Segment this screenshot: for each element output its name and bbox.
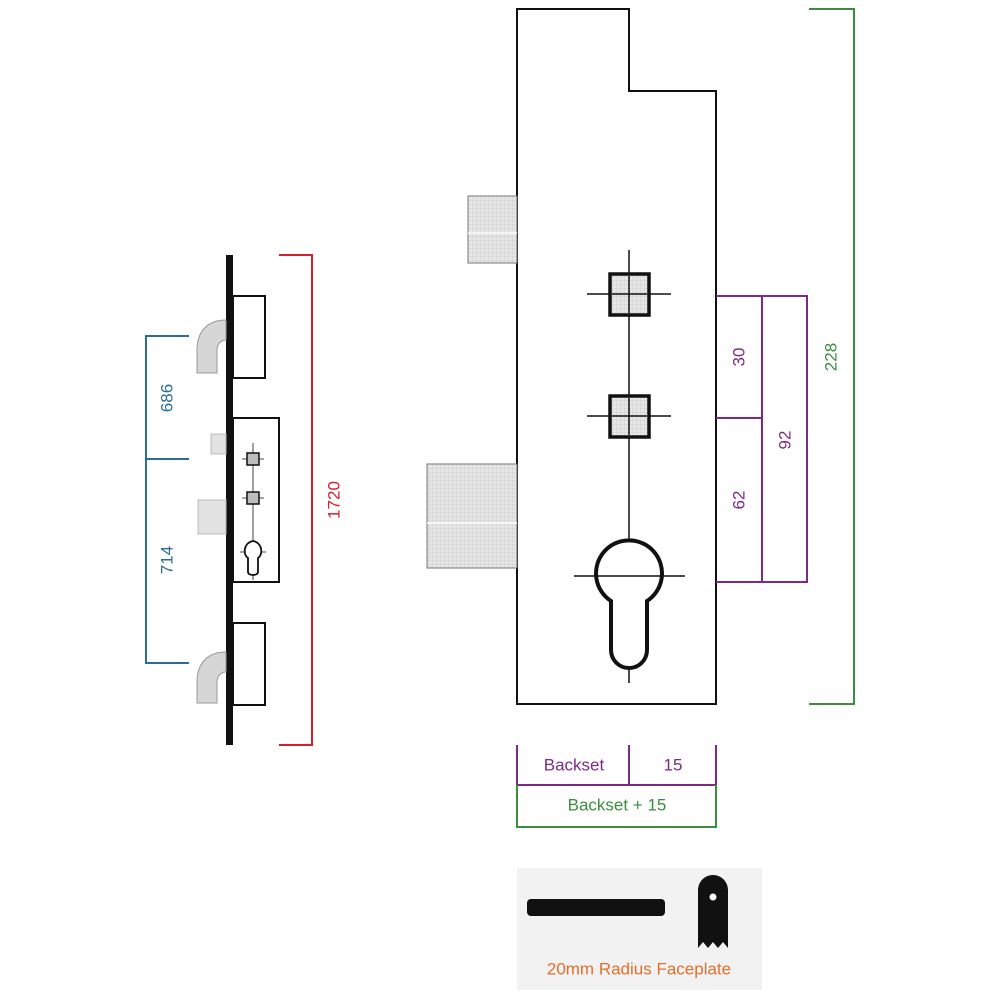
overall-height-label: 1720 [324, 481, 343, 519]
case-height-label: 228 [821, 343, 840, 371]
overall-lock-view: 1720 686 714 [145, 254, 343, 746]
faceplate-bar [226, 255, 233, 745]
case-height-dimension [809, 8, 855, 705]
latch-bolt [467, 195, 518, 264]
latch-bolt-small [210, 433, 227, 455]
backset-dimension-table: Backset 15 Backset + 15 [516, 745, 717, 828]
faceplate-end-profile-icon [698, 875, 728, 948]
faceplate-offset-label: 15 [664, 755, 683, 774]
backset-label: Backset [544, 755, 605, 774]
deadbolt-small [197, 499, 227, 535]
small-spindle-upper [246, 452, 260, 466]
backset-total-label: Backset + 15 [568, 795, 667, 814]
bottom-hook-housing [232, 622, 266, 706]
small-cylinder-cutout [243, 540, 263, 576]
faceplate-side-profile [527, 899, 665, 916]
spindle-dimensions [716, 295, 808, 583]
spindle-gap-label: 30 [729, 348, 748, 367]
lock-case-view: 30 62 92 228 [426, 8, 855, 705]
lock-case-outline [516, 8, 717, 705]
faceplate-caption: 20mm Radius Faceplate [547, 959, 731, 978]
faceplate-info-panel: 20mm Radius Faceplate [517, 868, 762, 990]
euro-cylinder-cutout [594, 538, 664, 670]
top-spindle-to-cylinder-label: 92 [775, 431, 794, 450]
lower-spacing-label: 714 [157, 546, 176, 574]
spindle-to-cylinder-label: 62 [729, 491, 748, 510]
small-spindle-lower [246, 491, 260, 505]
deadbolt [426, 463, 518, 569]
top-hook-bolt [196, 319, 227, 374]
upper-spacing-label: 686 [157, 384, 176, 412]
top-hook-housing [232, 295, 266, 379]
hook-spacing-dimension [145, 335, 189, 664]
bottom-hook-bolt [196, 651, 227, 704]
overall-height-dimension [279, 254, 313, 746]
